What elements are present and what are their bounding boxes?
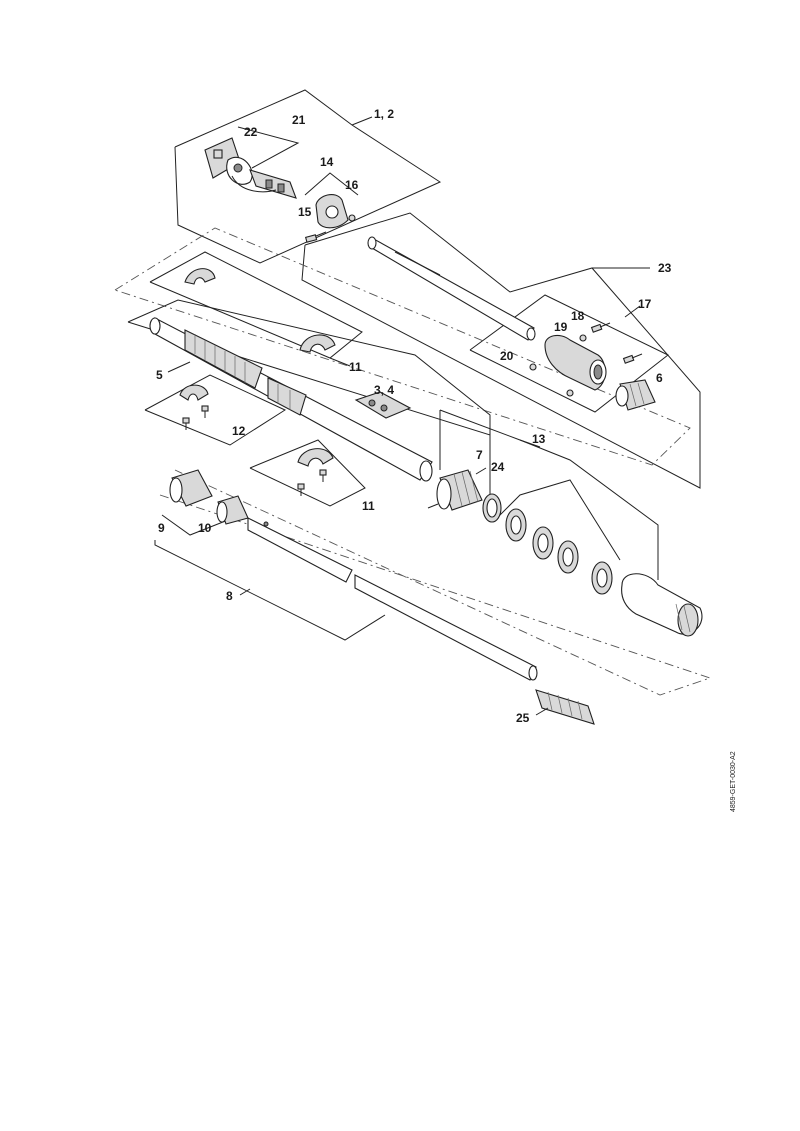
group-outline-11-upper — [149, 251, 363, 359]
part-arrow-7 — [427, 503, 439, 509]
part-gear-housing-13 — [621, 573, 703, 637]
group-outline-11-lower — [249, 439, 366, 507]
part-control-housing-22 — [204, 137, 253, 185]
part-clamp-half-11c — [297, 448, 334, 467]
callout-15: 15 — [298, 205, 312, 219]
part-nut-19 — [579, 334, 587, 342]
leader-17 — [624, 305, 641, 318]
part-clamp-half-11b — [299, 334, 336, 353]
callout-10: 10 — [198, 521, 212, 535]
part-pin-24 — [475, 467, 487, 475]
part-handle-tube-5 — [149, 317, 433, 482]
group-outline-23 — [301, 212, 701, 489]
phantom-boundary-lower — [159, 469, 712, 696]
callout-11-lower: 11 — [362, 499, 375, 513]
callout-5: 5 — [156, 368, 163, 382]
callout-20: 20 — [500, 349, 514, 363]
part-sleeve-9 — [169, 469, 213, 507]
callout-12: 12 — [232, 424, 246, 438]
part-clamp-half-12 — [179, 384, 209, 401]
callout-21: 21 — [292, 113, 306, 127]
part-nut-20 — [529, 363, 537, 371]
part-screw-12a — [182, 417, 190, 430]
part-bearing-13a — [505, 508, 527, 542]
leader-5 — [167, 361, 191, 373]
part-sleeve-10 — [216, 495, 249, 525]
leader-13 — [519, 439, 541, 448]
part-drive-tube-23 — [367, 236, 536, 341]
group-outline-21 — [237, 126, 300, 169]
callout-18: 18 — [571, 309, 585, 323]
callout-3-4: 3, 4 — [374, 383, 394, 397]
callout-6: 6 — [656, 371, 663, 385]
part-screw-17b — [622, 353, 643, 364]
part-bearing-13d — [591, 561, 613, 595]
part-clamp-14 — [315, 194, 349, 229]
part-label-plate-3-4 — [354, 391, 412, 419]
part-screw-11b — [319, 469, 327, 482]
callout-25: 25 — [516, 711, 530, 725]
phantom-boundary-upper — [114, 227, 691, 466]
leader-11-upper — [329, 357, 351, 367]
part-screw-11a — [297, 483, 305, 496]
part-screw-12b — [201, 405, 209, 418]
callout-19: 19 — [554, 320, 568, 334]
part-bearing-13c — [557, 540, 579, 574]
group-outline-9-10 — [161, 514, 229, 536]
part-clamp-half-11a — [184, 268, 216, 285]
group-outline-13-inner — [494, 479, 621, 561]
callout-22: 22 — [244, 125, 258, 139]
group-outline-14 — [304, 172, 359, 196]
part-bearing-13b — [532, 526, 554, 560]
callout-13: 13 — [532, 432, 546, 446]
part-screw-15 — [304, 231, 327, 243]
part-nut-16 — [348, 214, 356, 222]
group-outline-5 — [127, 299, 491, 436]
part-gear-clamp-6 — [615, 379, 656, 411]
callout-23: 23 — [658, 261, 672, 275]
callout-14: 14 — [320, 155, 334, 169]
leader-1-2 — [351, 116, 373, 126]
callout-11-upper: 11 — [349, 360, 362, 374]
group-outline-13 — [439, 409, 659, 580]
callout-16: 16 — [345, 178, 359, 192]
leader-25 — [535, 707, 549, 716]
part-nut-17b — [566, 389, 574, 397]
callout-7: 7 — [476, 448, 483, 462]
part-drive-shaft-8 — [247, 517, 538, 681]
group-outline-8 — [154, 540, 386, 641]
document-reference-code: 4859-GET-0030-A2 — [730, 751, 737, 812]
part-screw-18 — [590, 322, 611, 333]
callout-8: 8 — [226, 589, 233, 603]
callout-17: 17 — [638, 297, 652, 311]
callout-24: 24 — [491, 460, 505, 474]
leader-8 — [239, 588, 251, 596]
part-wiring-harness-21 — [231, 169, 297, 199]
part-coupling-7 — [436, 469, 483, 511]
part-spline-25 — [535, 689, 595, 725]
group-outline-17 — [469, 294, 669, 413]
callout-1-2: 1, 2 — [374, 107, 394, 121]
part-ring-24 — [482, 493, 502, 523]
callout-9: 9 — [158, 521, 165, 535]
part-bracket-17 — [544, 334, 607, 391]
group-outline-1-2 — [174, 89, 442, 264]
